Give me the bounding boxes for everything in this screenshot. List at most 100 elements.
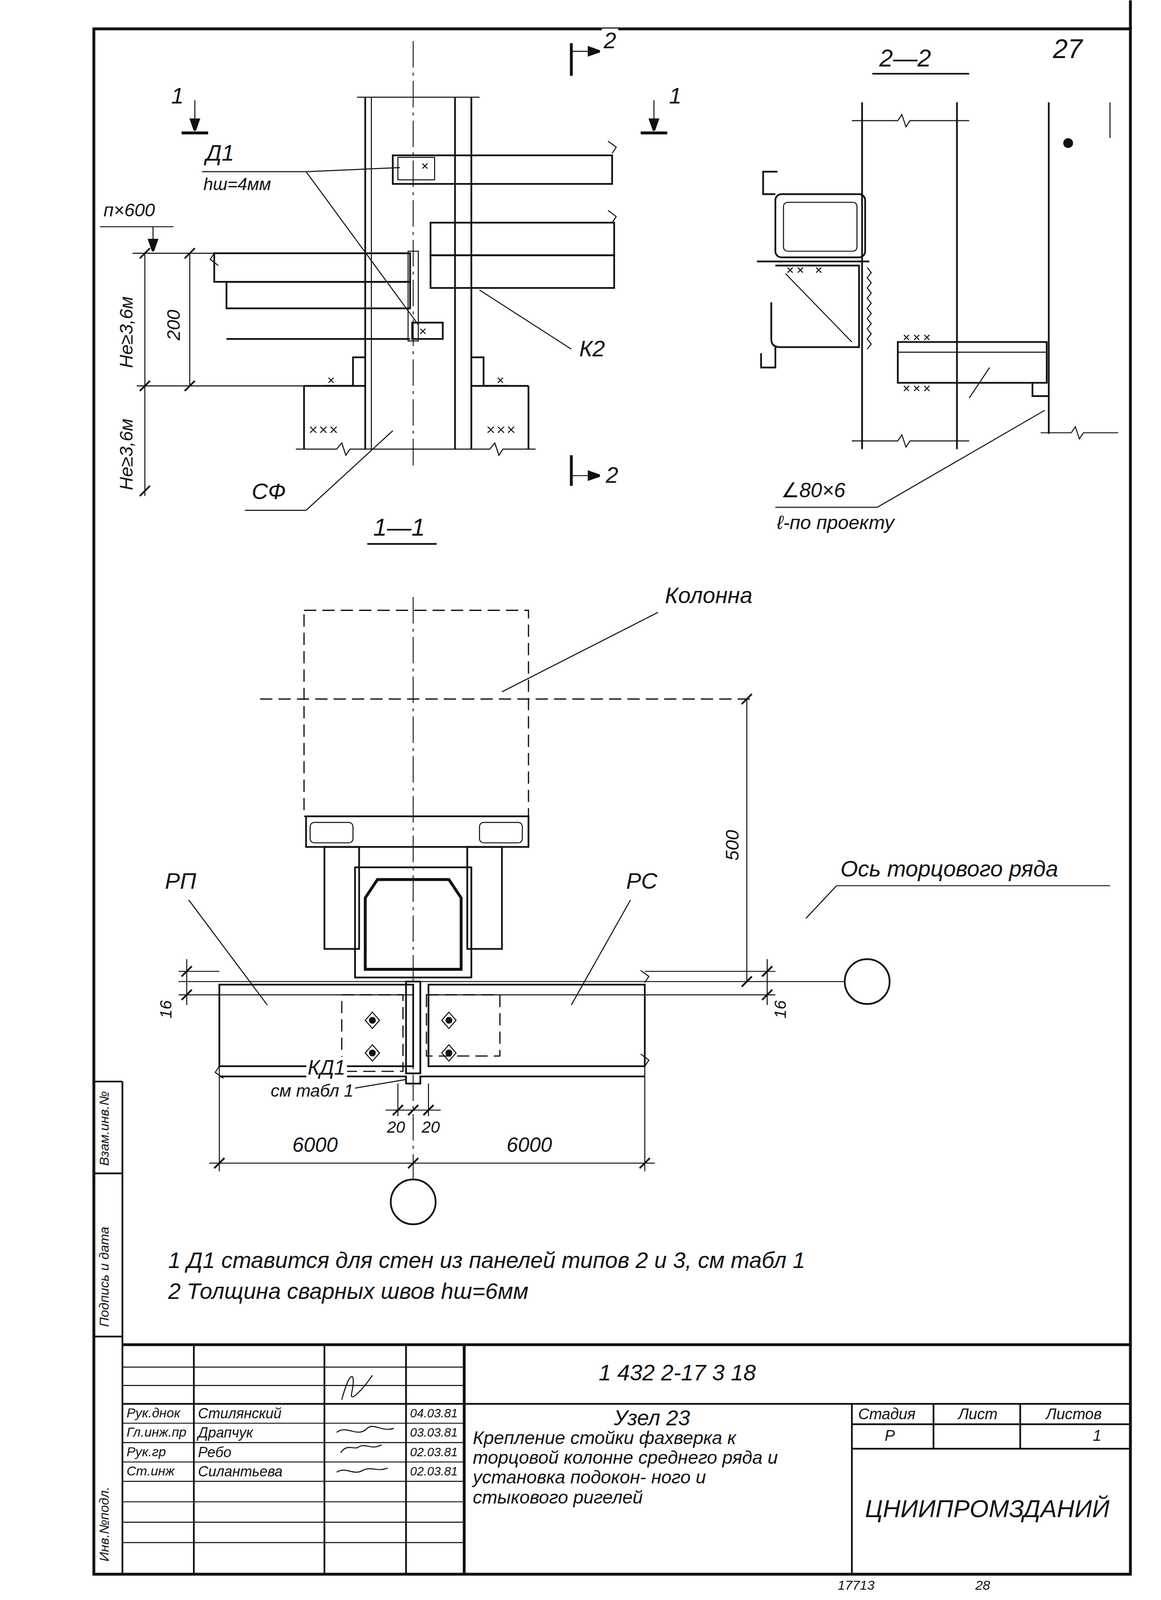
line-shape (766, 959, 768, 1006)
path-shape (771, 265, 859, 348)
line-shape (1019, 1404, 1022, 1450)
line-shape (122, 1422, 465, 1424)
line-shape (756, 260, 870, 263)
rect-shape (93, 29, 1131, 1575)
rect-shape (354, 867, 472, 978)
stamp-name: Ребо (196, 1444, 233, 1461)
note: ℓ-по проекту (775, 512, 896, 534)
rect-shape (341, 995, 404, 1072)
line-shape (306, 171, 419, 326)
path-shape (762, 171, 777, 195)
line-shape (861, 102, 864, 450)
rect-shape (310, 822, 353, 844)
line-shape (932, 1404, 935, 1450)
line-shape (122, 1343, 1131, 1347)
stamp-name: Драпчук (196, 1425, 254, 1442)
dimension: 20 (420, 1118, 441, 1137)
line-shape (569, 455, 573, 486)
line-shape (209, 1162, 656, 1164)
stamp-name: Силантьева (196, 1464, 284, 1480)
note: см табл 1 (269, 1081, 355, 1101)
line-shape (122, 1385, 465, 1387)
section-mark: 2 (604, 463, 621, 489)
section-mark: 1 (169, 83, 186, 109)
stamp-value: 1 (1091, 1427, 1103, 1445)
title-block (122, 1345, 1131, 1575)
elevation-view (99, 41, 667, 511)
line-shape (571, 50, 600, 52)
line-shape (640, 131, 668, 135)
rect-shape (430, 222, 614, 256)
path-shape (392, 1105, 434, 1116)
dimension: Hе≥3,6м (116, 294, 137, 370)
section-1-1 (178, 544, 1110, 1225)
line-shape (122, 1542, 465, 1544)
rect-shape (426, 995, 501, 1057)
sheet-number: 27 (1050, 34, 1085, 64)
path-shape (1032, 383, 1050, 397)
stamp-date: 02.03.81 (409, 1445, 459, 1460)
line-shape (303, 385, 305, 450)
section-mark: 1 (667, 83, 684, 109)
rect-shape (392, 155, 613, 185)
stamp-date: 02.03.81 (409, 1464, 459, 1479)
line-shape (412, 597, 414, 1179)
line-shape (897, 351, 1047, 353)
path-shape (340, 1444, 382, 1453)
profile-size: ∠80×6 (779, 479, 847, 503)
path-shape (1040, 426, 1119, 439)
line-shape (194, 100, 196, 131)
dimension: Hе≥3,6м (116, 417, 137, 492)
line-shape (405, 1345, 407, 1575)
line-shape (306, 430, 393, 511)
dimension: 6000 (290, 1134, 340, 1157)
line-shape (122, 1522, 465, 1524)
stamp-role: Рук.днок (125, 1405, 182, 1421)
stamp-date: 03.03.81 (409, 1426, 459, 1440)
rect-shape (306, 816, 529, 847)
path-shape (336, 1426, 394, 1433)
line-shape (122, 1442, 465, 1444)
line-shape (178, 970, 220, 972)
circle-shape (446, 1050, 452, 1056)
stamp-role: Гл.инж.пр (125, 1425, 188, 1440)
rect-shape (467, 847, 503, 950)
line-shape (144, 253, 146, 496)
dimension: 16 (771, 999, 790, 1021)
path-shape (867, 267, 872, 349)
weld-size: hш=4мм (201, 174, 273, 194)
rect-shape (407, 251, 419, 342)
sheet-title: Крепление стойки фахверка к торцовой кол… (471, 1428, 781, 1508)
rect-shape (428, 984, 645, 1067)
dimension: 20 (385, 1118, 407, 1137)
line-shape (367, 543, 437, 546)
organization: ЦНИИПРОМЗДАНИЙ (863, 1495, 1112, 1524)
line-shape (775, 506, 878, 508)
line-shape (571, 900, 631, 1006)
line-shape (644, 970, 776, 972)
path-shape (215, 970, 650, 1079)
line-shape (412, 41, 414, 468)
circle-shape (844, 959, 890, 1005)
section-title: 1—1 (371, 514, 428, 542)
archive-number: 17713 (836, 1578, 876, 1593)
dimension: п×600 (102, 199, 157, 221)
line-shape (785, 273, 852, 342)
line-shape (850, 1404, 853, 1575)
line-shape (188, 900, 268, 1006)
path-shape (214, 1158, 650, 1169)
rect-shape (783, 202, 858, 252)
line-shape (454, 97, 457, 450)
section-2-2 (756, 73, 1118, 508)
rect-shape (406, 981, 421, 1074)
line-shape (428, 994, 645, 996)
rect-shape (479, 822, 523, 844)
line-shape (323, 1345, 326, 1575)
line-shape (851, 1448, 1131, 1450)
line-shape (1048, 102, 1051, 434)
line-shape (571, 475, 600, 477)
rect-shape (303, 610, 529, 817)
section-mark: 2 (601, 28, 618, 54)
path-shape (341, 1375, 373, 1400)
rect-shape (219, 984, 414, 1067)
